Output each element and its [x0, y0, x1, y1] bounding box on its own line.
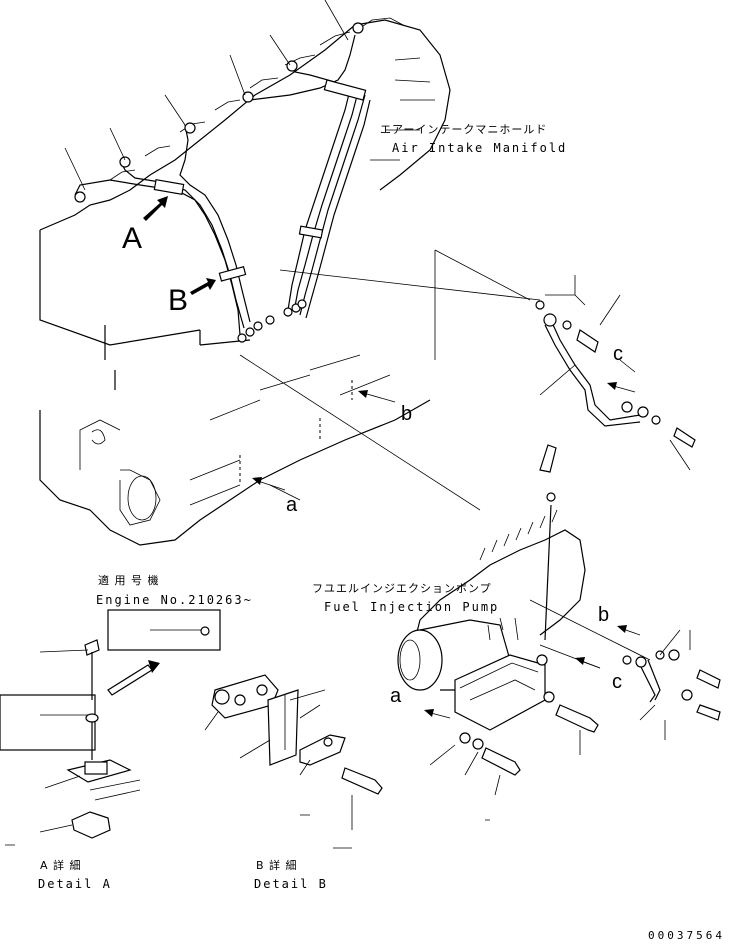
manifold-label-jp: エアーインテークマニホールド	[380, 123, 548, 136]
ref-b-lower: b	[598, 604, 610, 626]
view-a-label: A	[122, 222, 143, 255]
ref-c-lower: c	[612, 671, 622, 693]
engine-no-label: Engine No.210263~	[96, 593, 253, 607]
leader-lines-lower	[429, 730, 581, 821]
detail-a-label-en: Detail A	[38, 877, 112, 891]
pipe-assembly-c	[535, 275, 696, 471]
injection-lines	[74, 22, 371, 343]
drawing-number: 00037564	[648, 929, 725, 942]
ref-c-upper: c	[613, 343, 623, 365]
pump-label-en: Fuel Injection Pump	[324, 600, 500, 614]
ref-b-upper: b	[401, 403, 413, 425]
detail-b-label-en: Detail B	[254, 877, 328, 891]
ref-a-lower: a	[390, 685, 402, 707]
view-b-label: B	[168, 284, 189, 317]
ref-a-upper: a	[286, 494, 298, 516]
leader-lines-upper	[64, 0, 541, 511]
view-arrows	[143, 196, 216, 295]
detail-a-label-jp: A 詳 細	[40, 859, 82, 872]
fuel-injection-pump	[397, 444, 721, 776]
ref-arrows	[252, 382, 641, 719]
detail-b-label-jp: B 詳 細	[256, 859, 298, 872]
applicable-label-jp: 適 用 号 機	[98, 574, 160, 587]
detail-a	[0, 609, 221, 846]
engine-block	[39, 17, 451, 546]
pump-label-jp: フユエルインジエクションポンプ	[312, 582, 492, 595]
manifold-label-en: Air Intake Manifold	[392, 141, 568, 155]
detail-b	[204, 674, 383, 849]
